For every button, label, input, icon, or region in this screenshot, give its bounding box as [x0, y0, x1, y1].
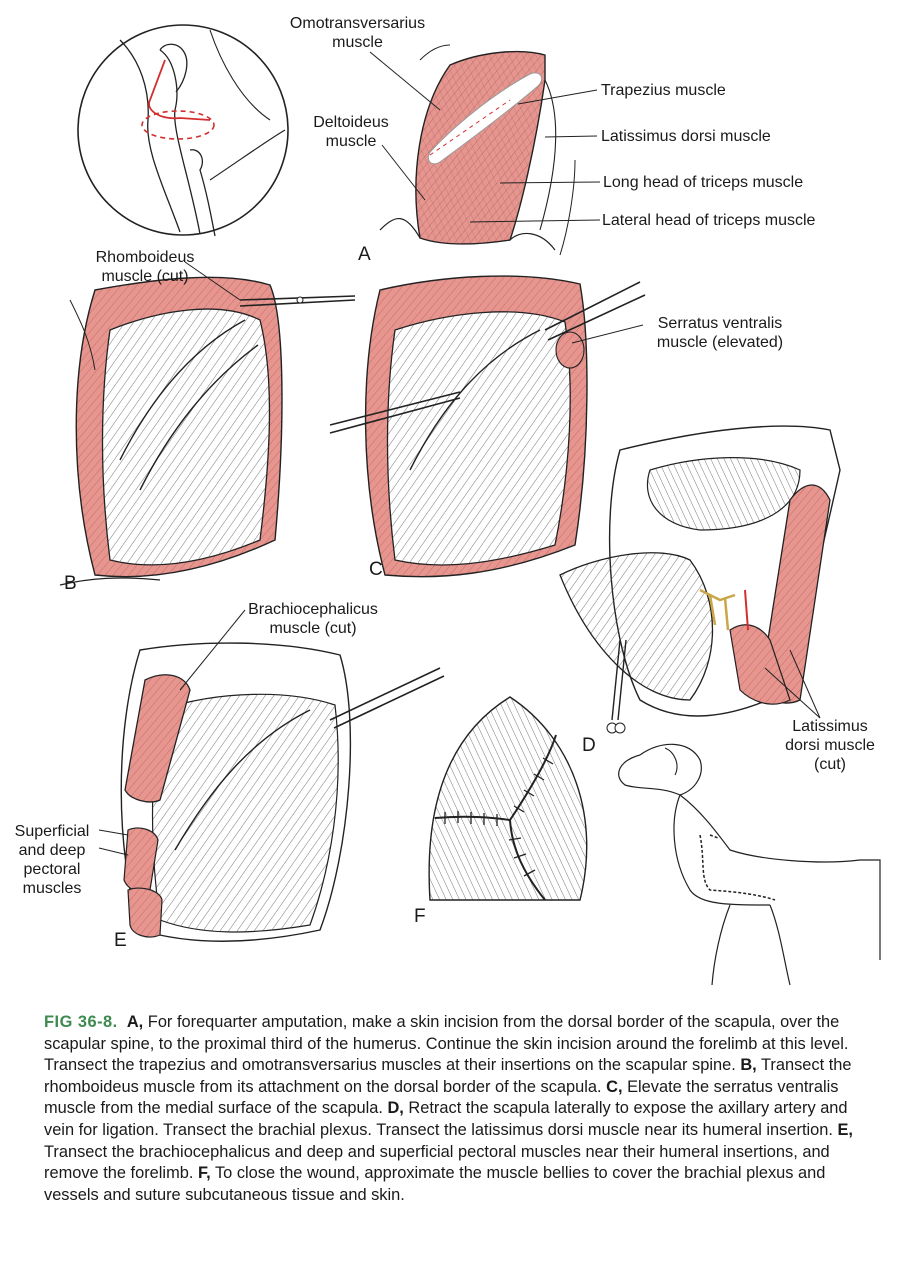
label-long-head-triceps: Long head of triceps muscle	[603, 174, 804, 191]
label-serratus-ventralis: Serratus ventralis muscle (elevated)	[656, 315, 784, 351]
panel-c-drawing	[329, 275, 646, 578]
panel-e-drawing	[120, 642, 445, 942]
scissors-e	[329, 667, 445, 729]
panel-letter-d: D	[582, 735, 596, 756]
caption-letter-b: B,	[740, 1056, 757, 1075]
caption-text-b: Transect the rhomboideus muscle from its…	[44, 1056, 852, 1096]
panel-f-drawing	[428, 696, 588, 901]
suture-line-1	[434, 734, 557, 822]
caption-letter-e: E,	[837, 1120, 853, 1139]
panel-letter-c: C	[369, 559, 383, 580]
surgical-illustration: Omotransversarius muscle Trapezius muscl…	[14, 15, 881, 986]
panel-a-drawing	[379, 44, 576, 256]
brachiocephalicus-cut	[124, 674, 191, 803]
label-brachiocephalicus: Brachiocephalicus muscle (cut)	[248, 601, 378, 637]
panel-d-drawing	[559, 425, 841, 734]
skin-incision	[427, 72, 543, 165]
label-pectoral-muscles: Superficial and deep pectoral muscles	[14, 823, 90, 897]
caption-text-c: Elevate the serratus ventralis muscle fr…	[44, 1077, 839, 1118]
panel-letter-f: F	[414, 906, 426, 927]
illustration-svg	[59, 24, 881, 986]
label-rhomboideus: Rhomboideus muscle (cut)	[95, 249, 195, 285]
caption-text-a: For forequarter amputation, make a skin …	[44, 1013, 849, 1075]
retractor-c	[544, 281, 646, 341]
label-deltoideus: Deltoideus muscle	[313, 114, 389, 150]
label-lateral-head-triceps: Lateral head of triceps muscle	[602, 212, 816, 229]
figure-caption: FIG 36-8. A, For forequarter amputation,…	[44, 1012, 864, 1206]
caption-figure-label: FIG 36-8.	[44, 1013, 118, 1031]
label-omotransversarius: Omotransversarius muscle	[289, 15, 426, 51]
panel-letter-e: E	[114, 930, 127, 951]
forceps-c	[329, 391, 461, 434]
dog-outline-diagram	[618, 743, 881, 986]
caption-letter-a: A,	[126, 1013, 144, 1031]
label-latissimus-dorsi: Latissimus dorsi muscle	[601, 128, 771, 145]
suture-line-2	[509, 819, 546, 901]
panel-letter-a: A	[358, 244, 371, 265]
brachial-plexus	[699, 588, 736, 631]
caption-letter-c: C,	[606, 1077, 623, 1096]
panel-letter-b: B	[64, 573, 77, 594]
caption-text-f: To close the wound, approximate the musc…	[44, 1164, 826, 1204]
dog-suture	[699, 834, 776, 901]
caption-letter-d: D,	[387, 1099, 404, 1118]
caption-letter-f: F,	[197, 1164, 211, 1183]
label-latissimus-cut: Latissimus dorsi muscle (cut)	[785, 718, 875, 773]
panel-b-drawing	[59, 276, 356, 586]
label-trapezius: Trapezius muscle	[601, 82, 726, 99]
inset-skeleton-diagram	[77, 24, 289, 237]
caption-text-d: Retract the scapula laterally to expose …	[44, 1099, 848, 1139]
caption-text-e: Transect the brachiocephalicus and deep …	[44, 1142, 830, 1183]
incision-ellipse	[141, 110, 215, 140]
